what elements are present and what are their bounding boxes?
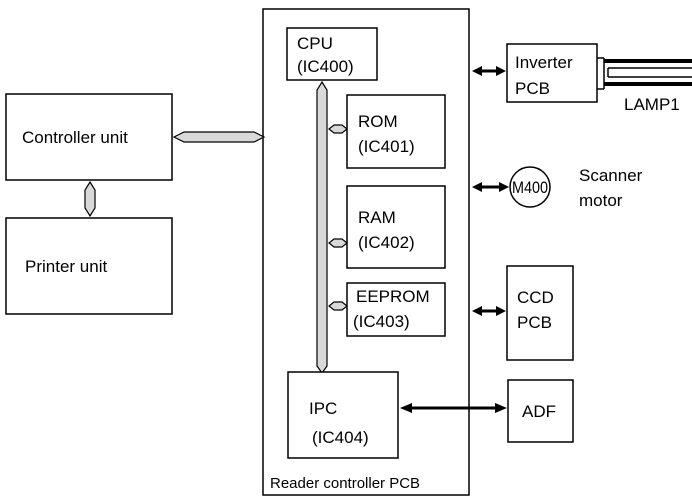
eeprom-label: EEPROM <box>356 287 430 306</box>
scanner-motor-icon <box>509 166 551 208</box>
arrow-inverter <box>472 66 506 76</box>
arrow-ipc-adf <box>400 403 507 413</box>
bus-stub-eeprom <box>328 301 348 311</box>
inverter-pcb-label: PCB <box>515 79 550 98</box>
lamp1-label: LAMP1 <box>624 95 680 114</box>
cpu-box <box>286 27 378 81</box>
ccd-pcb-label: PCB <box>517 313 552 332</box>
motor-symbol: M400 <box>512 178 548 197</box>
ipc-ic-label: (IC404) <box>312 428 369 447</box>
cpu-label: CPU <box>297 34 333 53</box>
controller-printer-connector <box>84 180 96 218</box>
bus-stub-rom <box>328 124 348 134</box>
ipc-label: IPC <box>309 399 337 418</box>
ram-box <box>346 185 446 269</box>
rom-box <box>346 94 446 169</box>
adf-box <box>507 379 574 443</box>
reader-controller-pcb-label: Reader controller PCB <box>270 475 420 492</box>
ccd-pcb-box <box>506 265 574 361</box>
scanner-label: Scanner <box>579 166 643 185</box>
adf-label: ADF <box>522 402 556 421</box>
rom-ic-label: (IC401) <box>358 137 415 156</box>
eeprom-ic-label: (IC403) <box>353 312 410 331</box>
ram-label: RAM <box>358 208 396 227</box>
internal-bus <box>316 80 328 375</box>
ram-ic-label: (IC402) <box>358 233 415 252</box>
arrow-scanner-motor <box>472 182 509 192</box>
rom-label: ROM <box>358 112 398 131</box>
bus-stub-ram <box>328 238 348 248</box>
printer-unit-box <box>5 217 173 315</box>
controller-reader-connector <box>172 131 266 143</box>
inverter-label: Inverter <box>515 53 573 72</box>
arrow-ccd <box>472 306 506 316</box>
inverter-pcb-box <box>506 43 598 103</box>
ccd-label: CCD <box>517 288 554 307</box>
ipc-box <box>287 371 399 459</box>
controller-unit-label: Controller unit <box>22 128 128 147</box>
motor-label: motor <box>579 191 623 210</box>
printer-unit-label: Printer unit <box>25 257 107 276</box>
eeprom-box <box>346 282 446 337</box>
cpu-ic-label: (IC400) <box>297 57 354 76</box>
controller-unit-box <box>5 93 173 181</box>
lamp1-icon <box>597 57 692 90</box>
